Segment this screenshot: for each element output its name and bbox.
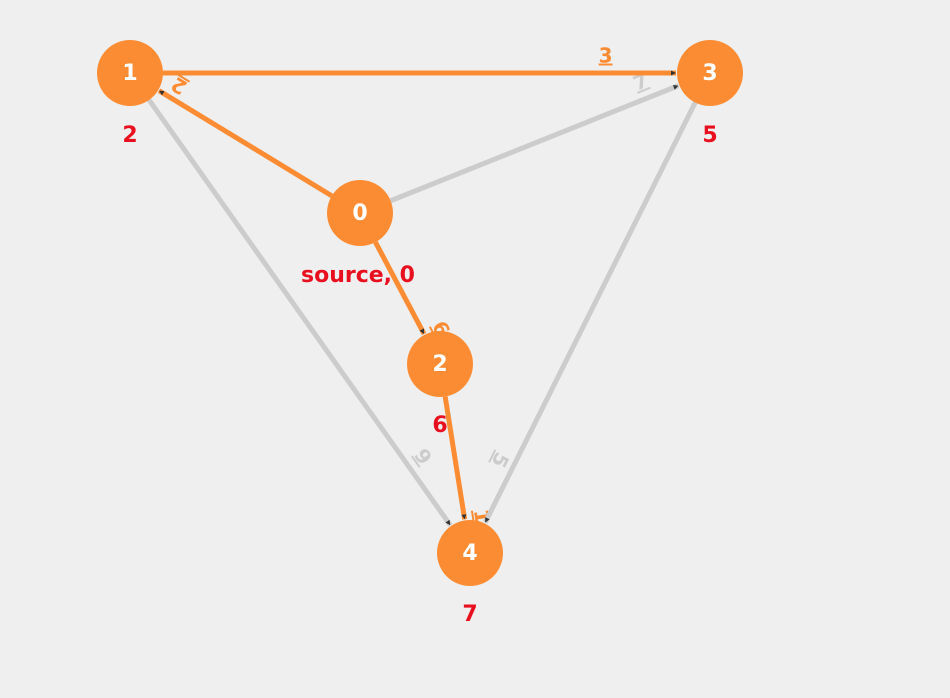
node-1[interactable]: 12 [97,40,163,148]
node-4[interactable]: 47 [437,520,503,627]
node-label: 0 [352,201,367,226]
node-label: 3 [702,61,717,86]
node-label: 2 [432,352,447,377]
node-distance-label: 2 [122,123,137,148]
edge-0-1: 2 [157,72,334,198]
edge-line [389,83,680,204]
edge-weight-label: 9 [409,444,437,469]
edge-line [482,101,698,524]
node-circle[interactable] [437,520,503,586]
node-3[interactable]: 35 [677,40,743,148]
edge-line [147,98,453,527]
node-2[interactable]: 26 [407,331,473,438]
node-0[interactable]: 0 source, 0 [301,180,415,288]
edge-line [157,88,334,198]
edge-weight-label: 2 [167,72,191,100]
node-circle[interactable] [677,40,743,106]
node-distance-label: 6 [432,413,447,438]
node-distance-label: 7 [462,602,477,627]
edge-line [442,396,468,520]
node-label: 1 [122,61,137,86]
edge-line [373,240,427,336]
edge-weight-label: 5 [486,449,514,472]
node-circle[interactable] [407,331,473,397]
edge-0-3: 7 [389,68,680,204]
node-label: 4 [462,541,477,566]
edge-1-4: 9 [147,98,453,527]
node-circle[interactable] [97,40,163,106]
edge-0-2: 6 [373,240,455,340]
edge-1-3: 3 [163,44,676,76]
edge-weight-label: 3 [599,44,613,68]
edge-3-4: 5 [482,101,698,524]
node-distance-label: source, 0 [301,263,415,288]
node-distance-label: 5 [702,123,717,148]
node-circle[interactable] [327,180,393,246]
